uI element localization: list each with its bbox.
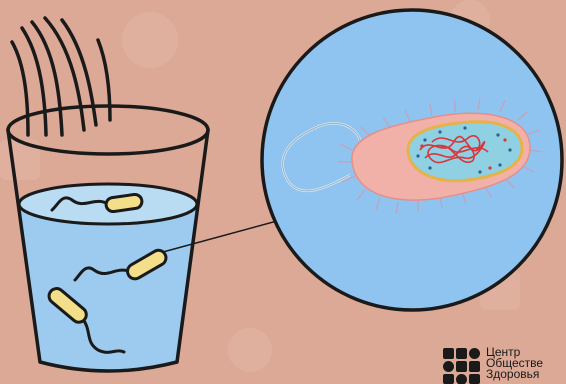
- logo: Центр Обществе Здоровья: [486, 347, 543, 380]
- logo-line-3: Здоровья: [486, 369, 543, 380]
- glass-icon: [8, 106, 208, 371]
- logo-text: Центр Обществе Здоровья: [486, 347, 543, 380]
- ministry-center-logo-icon: [443, 348, 480, 384]
